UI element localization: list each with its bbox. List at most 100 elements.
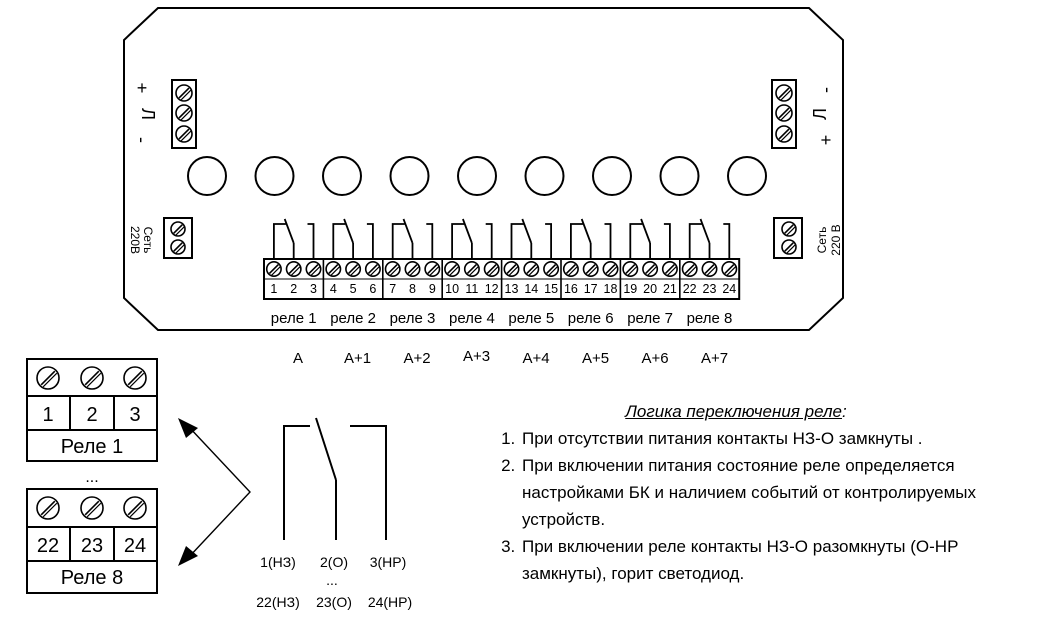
terminal-number: 17 [584, 282, 598, 296]
terminal-number: 11 [465, 282, 478, 296]
led-indicator-icon [187, 156, 227, 196]
terminal-screw-icon [523, 260, 540, 277]
terminal-number: 4 [330, 282, 337, 296]
mains-screw-icon [170, 239, 186, 255]
legend-item-2: При включении питания состояние реле опр… [520, 452, 1036, 533]
power-left-minus: - [132, 137, 152, 143]
power-left-symbol: Л [138, 108, 158, 120]
terminal-screw-icon [325, 260, 342, 277]
terminal-screw-icon [364, 260, 381, 277]
terminal-number: 24 [722, 282, 736, 296]
relay-contact-symbol [629, 218, 671, 259]
detail-screw-icon [36, 366, 60, 390]
led-indicator-icon [727, 156, 767, 196]
terminal-number: 2 [290, 282, 297, 296]
switching-logic-legend: Логика переключения реле: При отсутствии… [496, 398, 1036, 587]
relay-contact-symbol [272, 218, 315, 259]
relay-address: A+1 [344, 350, 371, 367]
terminal-number: 18 [604, 282, 618, 296]
terminal-number: 23 [703, 282, 717, 296]
detail-relay-8: 22 23 24 Реле 8 [26, 488, 158, 594]
relay-contact-symbol [451, 218, 493, 259]
mains-right-label-2: 220 В [829, 224, 843, 255]
contact-label-common-8: 23(О) [316, 594, 352, 610]
relay-label: реле 1 [271, 310, 317, 327]
mains-terminal-left: Сеть 220В [128, 217, 193, 259]
terminal-screw-icon [305, 260, 322, 277]
mains-screw-icon [170, 221, 186, 237]
terminal-screw-icon [424, 260, 441, 277]
detail-relay-1-num-1: 1 [42, 404, 53, 426]
terminal-screw-icon [701, 260, 718, 277]
terminal-number: 16 [564, 282, 578, 296]
relay-contact-symbol [332, 218, 374, 259]
power-screw-icon [775, 84, 793, 102]
relay-label: реле 8 [687, 310, 733, 327]
power-screw-icon [175, 125, 193, 143]
detail-screw-icon [123, 496, 147, 520]
terminal-number: 9 [429, 282, 436, 296]
mains-right-label: Сеть [815, 227, 829, 254]
terminal-screw-icon [543, 260, 560, 277]
terminal-screw-icon [265, 260, 282, 277]
terminal-screw-icon [661, 260, 678, 277]
detail-screw-icon [80, 366, 104, 390]
legend-title-colon: : [842, 402, 847, 421]
relay-address: A+5 [582, 350, 609, 367]
relay-contact-symbol [391, 218, 434, 259]
terminal-screw-icon [681, 260, 698, 277]
terminal-number: 8 [409, 282, 416, 296]
detail-screw-icon [123, 366, 147, 390]
contact-ellipsis: ... [326, 572, 338, 588]
relay-label: реле 5 [508, 310, 554, 327]
terminal-screw-icon [384, 260, 401, 277]
led-indicator-icon [659, 156, 700, 196]
power-screw-icon [775, 125, 793, 143]
board-outline [123, 7, 844, 331]
relay-address: A+3 [463, 348, 490, 365]
terminal-screw-icon [444, 260, 461, 277]
mains-screw-icon [781, 221, 797, 237]
contact-schematic: 1(НЗ) 2(О) 3(НР) ... 22(НЗ) 23(О) 24(НР) [256, 417, 412, 610]
terminal-screw-icon [721, 260, 738, 277]
detail-ellipsis: ... [85, 469, 98, 486]
legend-item-1: При отсутствии питания контакты НЗ-О зам… [520, 425, 1036, 452]
relay-contacts [272, 218, 731, 259]
detail-relay-8-num-2: 23 [81, 535, 103, 557]
terminal-screw-icon [602, 260, 619, 277]
mains-right-line2: 220 В [829, 224, 843, 255]
led-indicator-icon [254, 156, 295, 196]
relay-contact-symbol [510, 218, 552, 259]
relay-address: A+4 [522, 350, 549, 367]
contact-label-common: 2(О) [320, 554, 348, 570]
contact-label-no-8: 24(НР) [368, 594, 412, 610]
relay-contact-symbol [688, 218, 731, 259]
terminal-screw-icon [503, 260, 520, 277]
detail-arrows [178, 418, 251, 566]
terminal-number: 14 [524, 282, 538, 296]
mains-right-line1: Сеть [815, 227, 829, 254]
terminal-screw-icon [404, 260, 421, 277]
legend-title: Логика переключения реле: [546, 398, 926, 425]
led-indicator-icon [389, 156, 430, 196]
power-right-plus: + [816, 135, 836, 146]
terminal-screw-icon [345, 260, 362, 277]
relay-label: реле 6 [568, 310, 614, 327]
power-right-symbol: Л [810, 108, 830, 120]
power-screw-icon [175, 104, 193, 122]
terminal-number: 13 [505, 282, 519, 296]
relay-label: реле 2 [330, 310, 376, 327]
detail-relay-1-name: Реле 1 [61, 436, 123, 458]
relay-label: реле 4 [449, 310, 495, 327]
power-screw-icon [775, 104, 793, 122]
detail-relay-8-name: Реле 8 [61, 567, 123, 589]
mains-left-label: Сеть [141, 227, 155, 254]
relay-contact-symbol [570, 218, 612, 259]
legend-item-3: При включении реле контакты НЗ-О разомкн… [520, 533, 1036, 587]
terminal-screw-icon [642, 260, 659, 277]
terminal-screw-icon [483, 260, 500, 277]
legend-title-text: Логика переключения реле [625, 402, 843, 421]
relay-label: реле 7 [627, 310, 673, 327]
